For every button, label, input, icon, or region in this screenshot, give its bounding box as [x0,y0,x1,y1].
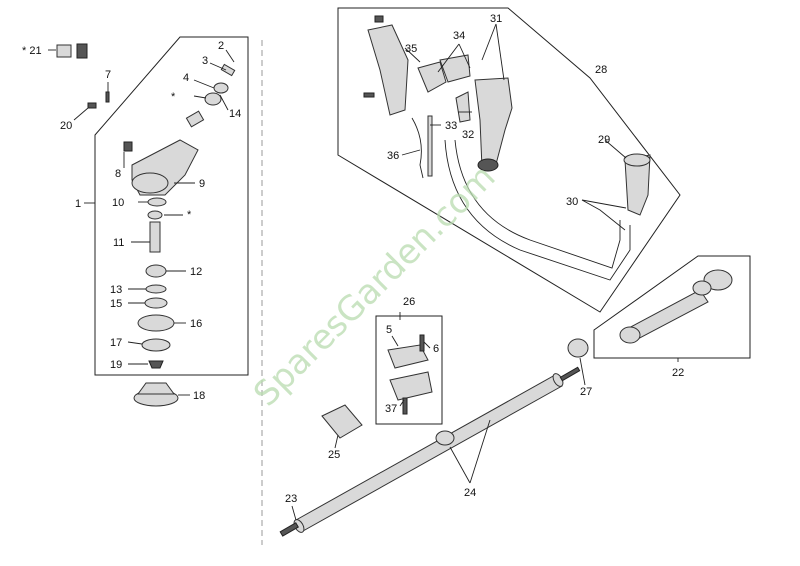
label-15: 15 [110,298,122,310]
left-leader-lines [48,49,235,396]
label-13: 13 [110,284,122,296]
label-7: 7 [105,69,111,81]
label-9: 9 [199,178,205,190]
shaft-ring-part-27 [567,338,589,358]
label-31: 31 [490,13,502,25]
label-25: 25 [328,449,340,461]
label-19: 19 [110,359,122,371]
label-5: 5 [386,324,392,336]
asterisk-a: * [171,91,176,103]
label-26: 26 [403,296,415,308]
handle-clamp-parts [619,269,733,344]
label-20: 20 [60,120,72,132]
label-23: 23 [285,493,297,505]
label-14: 14 [229,108,241,120]
label-36: 36 [387,150,399,162]
label-35: 35 [405,43,417,55]
gearhead-panel [94,36,249,376]
label-17: 17 [110,337,122,349]
watermark: SparesGarden.com [246,157,503,414]
shaft-guard-part-25 [321,404,363,439]
asterisk-b: * [187,209,192,221]
label-29: 29 [598,134,610,146]
label-10: 10 [112,197,124,209]
label-6: 6 [433,343,439,355]
label-30: 30 [566,196,578,208]
label-2: 2 [218,40,224,52]
label-12: 12 [190,266,202,278]
part-labels: 1 2 3 4 5 6 7 8 9 10 11 12 13 14 15 16 1… [22,13,684,505]
label-27: 27 [580,386,592,398]
label-24: 24 [464,487,476,499]
label-37: 37 [385,403,397,415]
label-21: * 21 [22,45,42,57]
label-22: 22 [672,367,684,379]
clamp-parts [387,334,433,415]
label-32: 32 [462,129,474,141]
label-1: 1 [75,198,81,210]
right-leader-lines [401,23,627,231]
handle-parts [363,15,651,281]
label-4: 4 [183,72,189,84]
shaft-leader-lines [291,312,586,521]
label-11: 11 [113,237,124,249]
shaft-tube [279,366,581,537]
label-28: 28 [595,64,607,76]
label-16: 16 [190,318,202,330]
label-33: 33 [445,120,457,132]
label-34: 34 [453,30,465,42]
label-8: 8 [115,168,121,180]
handle-panel [337,7,681,313]
label-3: 3 [202,55,208,67]
label-18: 18 [193,390,205,402]
